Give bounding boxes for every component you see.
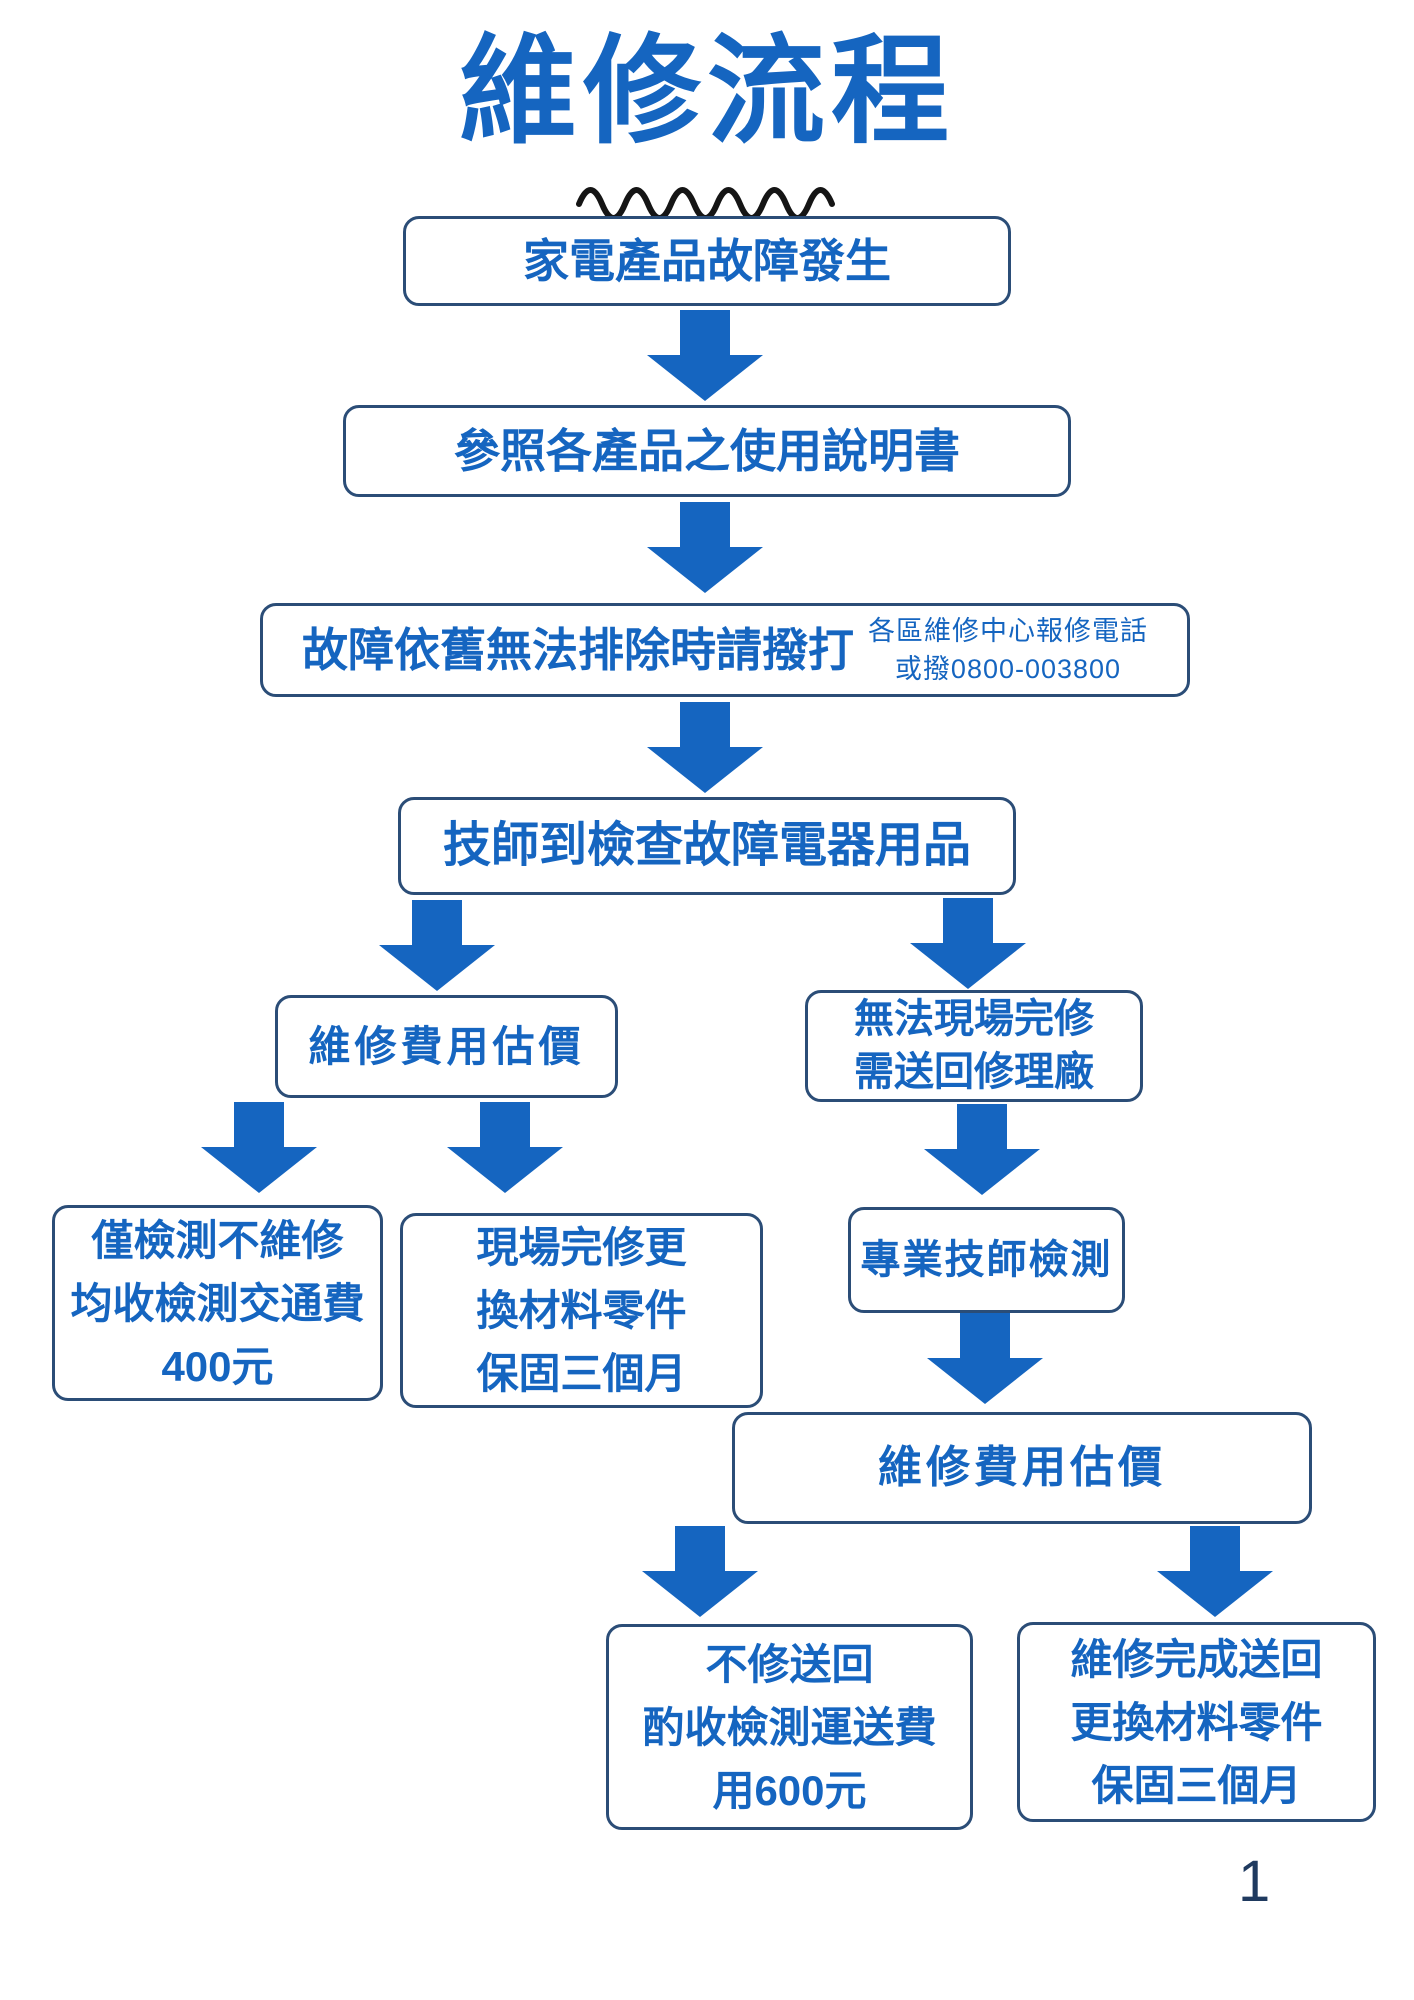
node-label-line: 均收檢測交通費 — [70, 1279, 365, 1327]
arrow-shaft — [680, 310, 730, 355]
down-arrow-icon — [642, 1526, 758, 1617]
node-label-line: 現場完修更 — [476, 1224, 687, 1271]
service-phone-note: 各區維修中心報修電話 或撥0800-003800 — [868, 615, 1148, 686]
arrow-head — [379, 945, 495, 991]
down-arrow-icon — [201, 1102, 317, 1193]
node-label-line: 400元 — [161, 1342, 274, 1390]
node-technician-inspect: 技師到檢查故障電器用品 — [398, 797, 1016, 895]
down-arrow-icon — [924, 1104, 1040, 1195]
node-label: 維修費用估價 — [878, 1443, 1166, 1492]
node-no-repair-return-fee: 不修送回 酌收檢測運送費 用600元 — [606, 1624, 973, 1830]
node-label: 故障依舊無法排除時請撥打 — [302, 623, 854, 676]
down-arrow-icon — [910, 898, 1026, 989]
node-cannot-fix-onsite: 無法現場完修 需送回修理廠 — [805, 990, 1143, 1102]
page-title: 維修流程 — [458, 26, 955, 158]
node-label-line: 無法現場完修 — [854, 997, 1094, 1042]
arrow-head — [201, 1147, 317, 1193]
node-label: 維修費用估價 — [308, 1023, 585, 1070]
node-label: 專業技師檢測 — [860, 1238, 1113, 1282]
arrow-head — [447, 1147, 563, 1193]
arrow-head — [647, 547, 763, 593]
service-center-note-line: 各區維修中心報修電話 — [868, 615, 1148, 646]
node-repair-estimate-1: 維修費用估價 — [275, 995, 618, 1098]
down-arrow-icon — [1157, 1526, 1273, 1617]
arrow-shaft — [675, 1526, 725, 1571]
node-read-manual: 參照各產品之使用說明書 — [343, 405, 1071, 497]
node-repair-estimate-2: 維修費用估價 — [732, 1412, 1312, 1524]
node-call-service: 故障依舊無法排除時請撥打 各區維修中心報修電話 或撥0800-003800 — [260, 603, 1190, 697]
title-underline-wave-icon — [576, 187, 835, 218]
arrow-shaft — [680, 502, 730, 547]
node-repair-done-return: 維修完成送回 更換材料零件 保固三個月 — [1017, 1622, 1376, 1822]
node-label-line: 更換材料零件 — [1070, 1698, 1323, 1746]
arrow-head — [927, 1358, 1043, 1404]
down-arrow-icon — [647, 310, 763, 401]
down-arrow-icon — [647, 702, 763, 793]
arrow-shaft — [234, 1102, 284, 1147]
hotline-number: 或撥0800-003800 — [894, 654, 1122, 684]
arrow-shaft — [960, 1313, 1010, 1358]
node-label-line: 酌收檢測運送費 — [642, 1703, 937, 1751]
node-professional-test: 專業技師檢測 — [848, 1207, 1125, 1313]
node-label-line: 僅檢測不維修 — [91, 1216, 344, 1264]
node-label-line: 保固三個月 — [476, 1350, 687, 1397]
arrow-head — [647, 747, 763, 793]
node-label: 技師到檢查故障電器用品 — [442, 819, 971, 872]
arrow-head — [1157, 1571, 1273, 1617]
down-arrow-icon — [927, 1313, 1043, 1404]
node-label-line: 換材料零件 — [476, 1287, 687, 1334]
node-label: 家電產品故障發生 — [523, 234, 891, 287]
node-fault-occurs: 家電產品故障發生 — [403, 216, 1011, 306]
node-label-line: 需送回修理廠 — [854, 1050, 1094, 1094]
arrow-head — [924, 1149, 1040, 1195]
arrow-head — [642, 1571, 758, 1617]
node-label-line: 不修送回 — [705, 1640, 874, 1688]
down-arrow-icon — [647, 502, 763, 593]
arrow-shaft — [1190, 1526, 1240, 1571]
arrow-head — [910, 943, 1026, 989]
arrow-shaft — [680, 702, 730, 747]
node-label: 參照各產品之使用說明書 — [454, 424, 960, 477]
arrow-shaft — [957, 1104, 1007, 1149]
down-arrow-icon — [379, 900, 495, 991]
arrow-shaft — [943, 898, 993, 943]
arrow-shaft — [412, 900, 462, 945]
node-label-line: 用600元 — [712, 1766, 867, 1814]
arrow-head — [647, 355, 763, 401]
page-number: 1 — [1238, 1849, 1271, 1914]
node-label-line: 維修完成送回 — [1070, 1635, 1323, 1683]
node-onsite-fixed-warranty: 現場完修更 換材料零件 保固三個月 — [400, 1213, 763, 1408]
down-arrow-icon — [447, 1102, 563, 1193]
node-check-only-fee: 僅檢測不維修 均收檢測交通費 400元 — [52, 1205, 383, 1401]
arrow-shaft — [480, 1102, 530, 1147]
node-label-line: 保固三個月 — [1091, 1761, 1302, 1809]
